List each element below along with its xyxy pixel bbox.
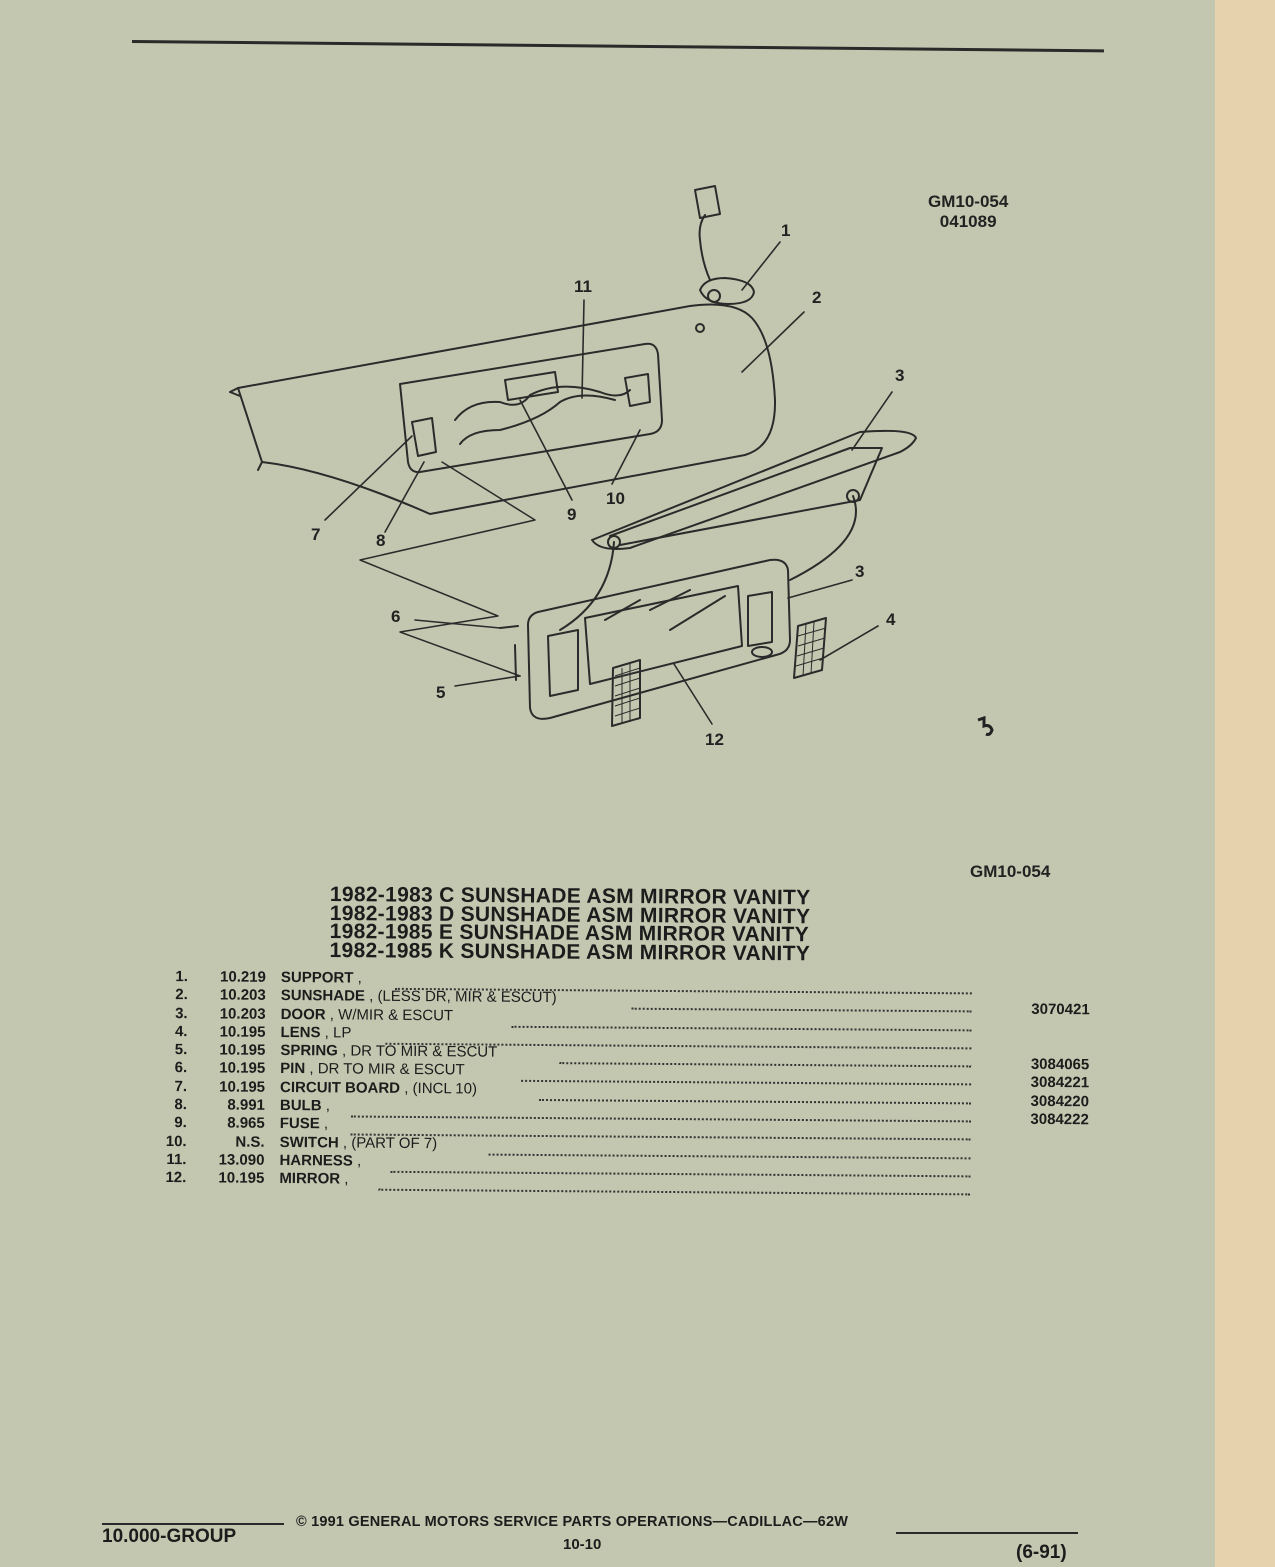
part-number — [990, 983, 1090, 984]
figure-sub-code: 041089 — [939, 212, 997, 231]
mirror-escutcheon — [527, 558, 791, 720]
part-description: SWITCH , (PART OF 7) — [279, 1133, 438, 1152]
group-number: 13.090 — [218, 1151, 265, 1169]
group-number: 10.195 — [219, 1078, 266, 1096]
callout-12: 12 — [705, 730, 724, 749]
callout-7: 7 — [311, 525, 320, 544]
part-description: CIRCUIT BOARD , (INCL 10) — [280, 1078, 478, 1098]
footer-copyright: © 1991 GENERAL MOTORS SERVICE PARTS OPER… — [296, 1514, 849, 1530]
group-number: 10.195 — [219, 1059, 266, 1078]
item-number: 4. — [174, 1023, 188, 1041]
part-number — [988, 1184, 1088, 1185]
part-description: DOOR , W/MIR & ESCUT — [280, 1005, 454, 1024]
callout-2: 2 — [812, 288, 821, 307]
group-number: 10.203 — [219, 986, 266, 1005]
logo-mark — [977, 715, 994, 736]
lens-left — [611, 659, 641, 727]
callout-8: 8 — [376, 531, 385, 550]
part-description: MIRROR , — [279, 1170, 349, 1188]
title-line: 1982-1985 K SUNSHADE ASM MIRROR VANITY — [329, 938, 811, 965]
footer-rule-right — [896, 1532, 1078, 1534]
figure-code: GM10-054 — [928, 192, 1009, 211]
footer-rule-left — [102, 1523, 284, 1525]
item-number: 10. — [165, 1132, 187, 1150]
item-number: 7. — [174, 1077, 188, 1095]
item-number: 2. — [175, 986, 188, 1004]
figure-code-block: GM10-054 041089 — [928, 192, 1008, 232]
support-bracket — [699, 277, 755, 305]
exploded-view-diagram: 1 2 3 3 4 5 6 7 8 9 10 11 12 — [229, 185, 994, 749]
callout-5: 5 — [436, 683, 445, 702]
part-description: PIN , DR TO MIR & ESCUT — [280, 1060, 465, 1079]
part-description: SUNSHADE , (LESS DR, MIR & ESCUT) — [280, 987, 557, 1007]
item-number: 8. — [174, 1096, 187, 1114]
list-code: GM10-054 — [970, 862, 1051, 881]
group-number: N.S. — [235, 1133, 265, 1151]
group-number: 10.219 — [219, 968, 266, 986]
callout-9: 9 — [567, 505, 576, 524]
group-number: 8.965 — [227, 1114, 265, 1133]
callout-6: 6 — [391, 607, 400, 626]
circuit-board — [399, 342, 663, 474]
part-description: BULB , — [279, 1097, 331, 1115]
sunshade-body — [237, 303, 777, 515]
item-number: 11. — [166, 1151, 187, 1169]
part-description: HARNESS , — [279, 1151, 362, 1170]
callout-11: 11 — [574, 277, 592, 296]
lens-right — [793, 617, 827, 679]
item-number: 12. — [165, 1169, 187, 1187]
item-number: 1. — [175, 968, 188, 986]
part-description: FUSE , — [279, 1115, 329, 1133]
group-number: 8.991 — [227, 1096, 265, 1114]
part-description: SPRING , DR TO MIR & ESCUT — [280, 1042, 498, 1061]
parts-list: 1. 10.219 SUPPORT , 2. 10.203 SUNSHADE ,… — [158, 968, 1090, 1196]
group-number: 10.195 — [218, 1169, 265, 1188]
part-number — [989, 1129, 1089, 1130]
group-number: 10.195 — [219, 1041, 266, 1060]
part-number — [989, 1037, 1089, 1038]
item-number: 3. — [175, 1004, 188, 1022]
page-edge — [1215, 0, 1275, 1567]
callout-3-lower: 3 — [855, 562, 864, 581]
callout-10: 10 — [606, 489, 625, 508]
group-number: 10.203 — [219, 1005, 266, 1023]
part-number — [989, 1147, 1089, 1148]
group-number: 10.195 — [219, 1023, 266, 1041]
part-number — [990, 1019, 1090, 1020]
paper-page — [0, 0, 1222, 1567]
item-number: 9. — [174, 1114, 187, 1132]
callout-4: 4 — [886, 610, 896, 629]
part-description: LENS , LP — [280, 1023, 352, 1042]
callout-1: 1 — [781, 221, 790, 240]
callout-3-upper: 3 — [895, 366, 904, 385]
item-number: 6. — [174, 1059, 188, 1077]
assembly-titles: 1982-1983 C SUNSHADE ASM MIRROR VANITY 1… — [329, 883, 890, 965]
item-number: 5. — [174, 1041, 188, 1059]
footer-page-number: 10-10 — [563, 1536, 602, 1553]
footer-date: (6-91) — [1016, 1542, 1067, 1563]
footer-group: 10.000-GROUP — [102, 1526, 237, 1547]
part-number — [988, 1165, 1088, 1166]
part-description: SUPPORT , — [280, 968, 362, 987]
door-frame — [591, 429, 917, 550]
